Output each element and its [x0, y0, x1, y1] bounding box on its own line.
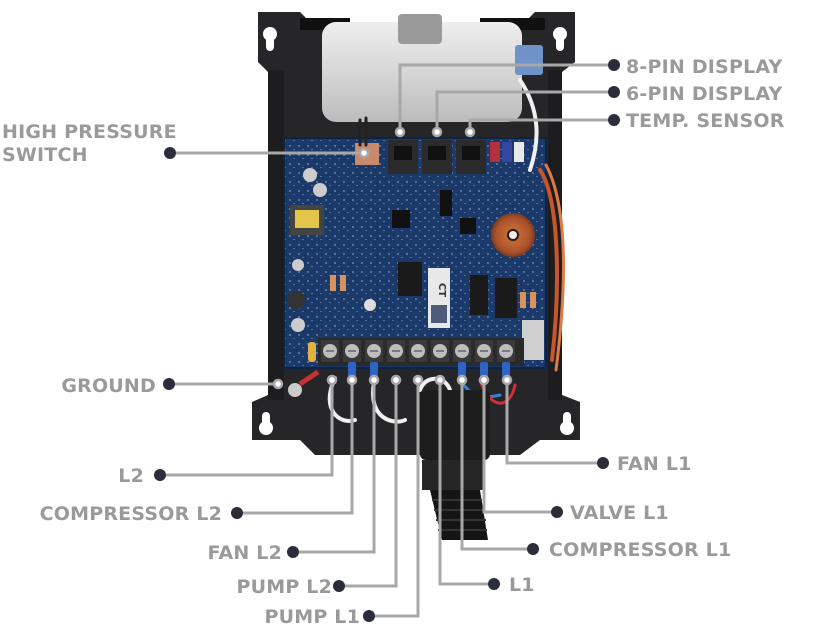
- callout-dot-temp-sensor: [608, 114, 620, 126]
- callout-dot-fan-l1: [597, 457, 609, 469]
- callout-dot-l1: [488, 578, 500, 590]
- callout-anchor-pump-l2: [390, 374, 402, 386]
- callout-dot-pump-l1: [363, 610, 375, 622]
- callout-anchor-temp-sensor: [464, 126, 476, 138]
- label-compressor-l1: COMPRESSOR L1: [549, 539, 732, 561]
- label-ground: GROUND: [61, 375, 156, 397]
- callout-anchor-fan-l1: [501, 374, 513, 386]
- pcb: CT: [283, 137, 547, 378]
- blue-spade-connector: [370, 362, 378, 378]
- callout-line-8-pin-display: [398, 63, 614, 132]
- callout-line-fan-l1: [505, 380, 603, 465]
- ground-lug: [288, 369, 320, 397]
- callout-dot-compressor-l2: [231, 507, 243, 519]
- callout-dot-valve-l1: [551, 506, 563, 518]
- callout-anchor-l1: [434, 374, 446, 386]
- conduit-fitting: [420, 390, 490, 540]
- label-l2: L2: [118, 465, 144, 487]
- callout-line-l2: [160, 380, 334, 477]
- label-temp-sensor: TEMP. SENSOR: [626, 110, 785, 132]
- label-compressor-l2: COMPRESSOR L2: [39, 503, 222, 525]
- label-valve-l1: VALVE L1: [570, 502, 669, 524]
- callout-dot-ground: [163, 378, 175, 390]
- callout-line-6-pin-display: [435, 90, 614, 132]
- callout-dot-8-pin-display: [608, 59, 620, 71]
- callout-dot-fan-l2: [287, 546, 299, 558]
- callout-anchor-fan-l2: [368, 374, 380, 386]
- mounting-hole-top-left: [263, 27, 277, 51]
- blue-spade-connector: [458, 362, 466, 378]
- callout-anchor-l2: [326, 374, 338, 386]
- callout-anchor-compressor-l1: [456, 374, 468, 386]
- callout-line-valve-l1: [482, 380, 557, 514]
- callout-line-compressor-l2: [237, 380, 354, 515]
- mounting-hole-top-right: [553, 27, 567, 51]
- label-pump-l1: PUMP L1: [264, 606, 360, 628]
- callout-dot-high-pressure-switch: [164, 147, 176, 159]
- blue-spade-connector: [502, 362, 510, 378]
- callout-dot-l2: [154, 469, 166, 481]
- callout-line-l1: [438, 380, 494, 586]
- callout-anchor-valve-l1: [478, 374, 490, 386]
- label-fan-l1: FAN L1: [617, 453, 692, 475]
- label-high-pressure-switch-line2: SWITCH: [2, 144, 88, 166]
- capacitor: 035R45+10uF 5%250VAC50/60Hz10000AFCNO PC…: [322, 14, 522, 122]
- label-8-pin-display: 8-PIN DISPLAY: [626, 56, 783, 78]
- blue-spade-connector: [480, 362, 488, 378]
- callout-anchor-high-pressure-switch: [358, 147, 370, 159]
- relay: [398, 262, 422, 296]
- callout-anchor-compressor-l2: [346, 374, 358, 386]
- mounting-hole-bottom-right: [560, 412, 574, 435]
- callout-anchor-8-pin-display: [394, 126, 406, 138]
- callout-anchor-pump-l1: [412, 374, 424, 386]
- spade-connector: [515, 45, 543, 75]
- callout-dot-pump-l2: [333, 580, 345, 592]
- callout-anchor-ground: [272, 378, 284, 390]
- callout-dot-6-pin-display: [608, 86, 620, 98]
- callout-line-pump-l2: [339, 380, 398, 588]
- callout-line-pump-l1: [369, 380, 420, 618]
- mounting-hole-bottom-left: [259, 412, 273, 435]
- callout-lines: [154, 59, 620, 622]
- label-6-pin-display: 6-PIN DISPLAY: [626, 83, 783, 105]
- blue-spade-connector: [348, 362, 356, 378]
- terminal-block: [318, 338, 524, 378]
- callout-line-fan-l2: [293, 380, 376, 554]
- label-l1: L1: [509, 574, 535, 596]
- label-high-pressure-switch-line1: HIGH PRESSURE: [2, 121, 177, 143]
- brand-mark: CT: [436, 283, 447, 297]
- callout-line-compressor-l1: [460, 380, 533, 551]
- callout-anchor-6-pin-display: [431, 126, 443, 138]
- label-fan-l2: FAN L2: [207, 542, 282, 564]
- label-pump-l2: PUMP L2: [236, 576, 332, 598]
- callout-dot-compressor-l1: [527, 543, 539, 555]
